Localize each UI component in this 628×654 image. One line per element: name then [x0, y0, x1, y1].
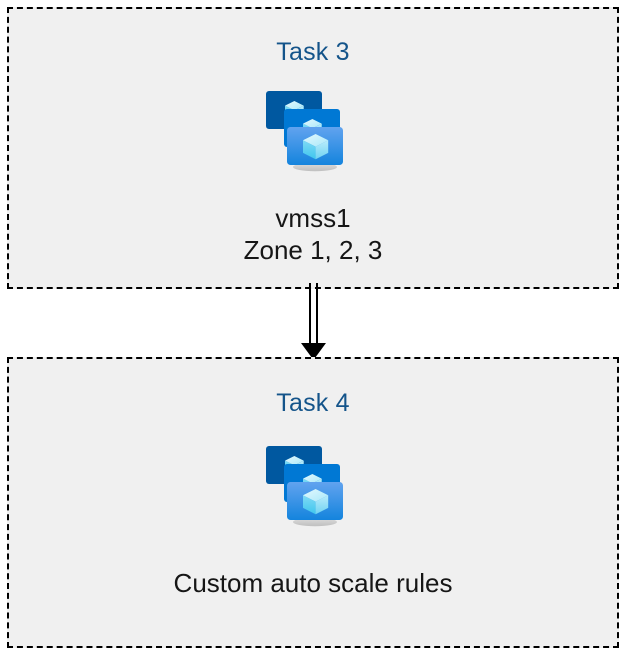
task-caption: Custom auto scale rules — [173, 568, 453, 598]
arrow-down-icon — [301, 283, 326, 360]
task-title: Task 4 — [276, 389, 350, 417]
task-title: Task 3 — [276, 38, 350, 66]
azure-vm-scale-set-icon — [266, 446, 343, 527]
azure-vm-scale-set-icon — [266, 91, 343, 172]
task-box-task-4[interactable]: Task 4 — [7, 357, 619, 648]
task-caption: vmss1 Zone 1, 2, 3 — [243, 203, 383, 265]
task-box-task-3[interactable]: Task 3 — [7, 7, 619, 289]
